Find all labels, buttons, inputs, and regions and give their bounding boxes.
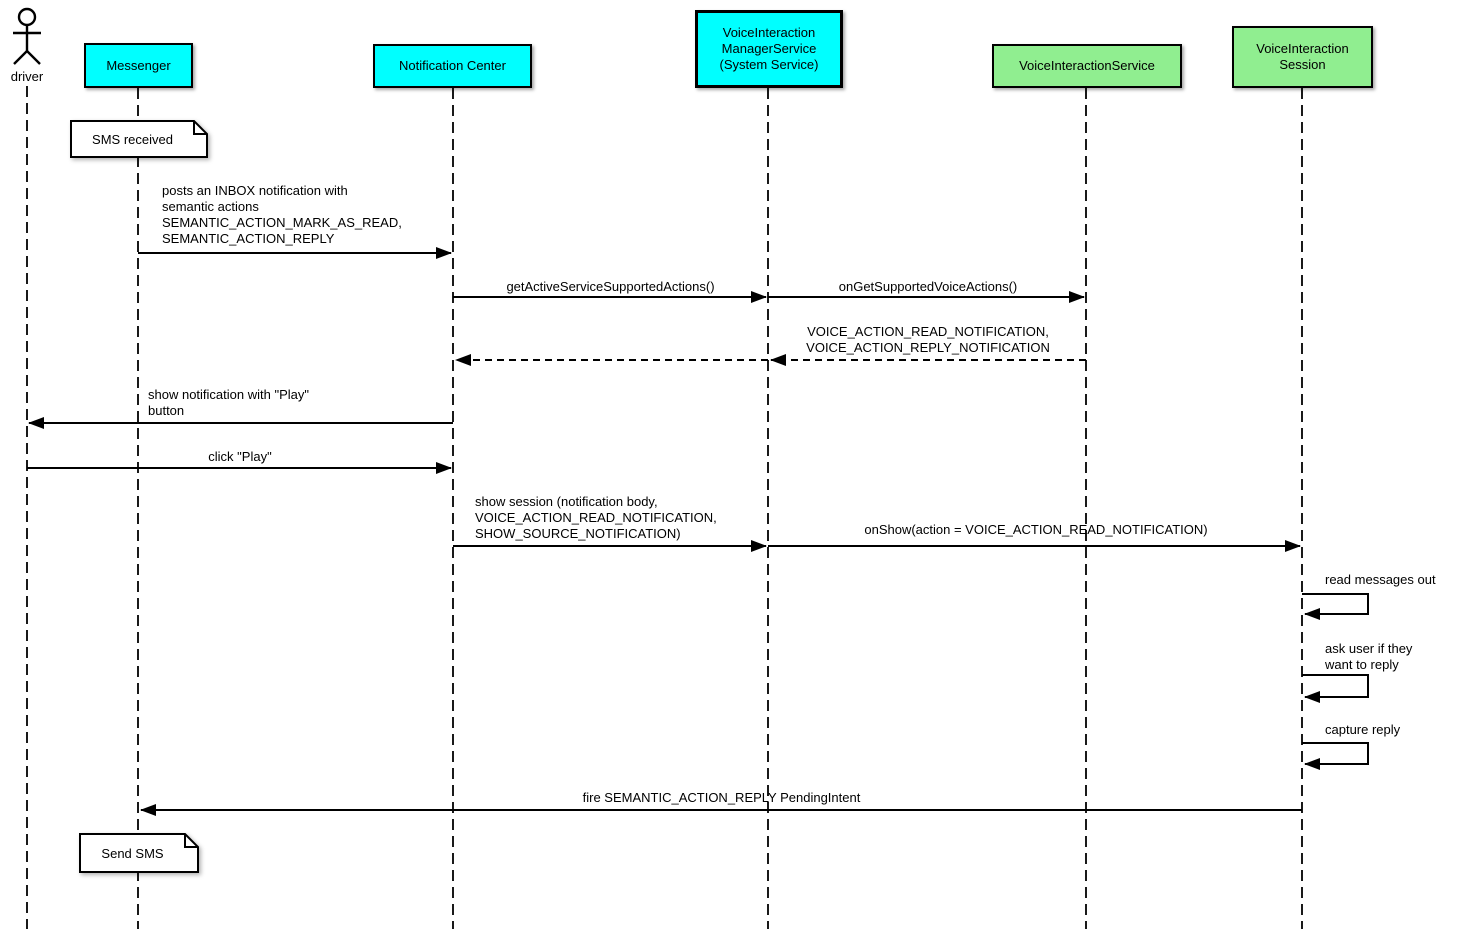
- arrow-self-capture-reply: [1302, 742, 1369, 770]
- participant-voice-interaction-session: VoiceInteraction Session: [1232, 26, 1373, 88]
- participant-voice-interaction-manager-service-label: VoiceInteraction ManagerService (System …: [719, 25, 819, 72]
- message-get-active-service-supported-actions: getActiveServiceSupportedActions(): [506, 279, 715, 294]
- message-on-show: onShow(action = VOICE_ACTION_READ_NOTIFI…: [864, 522, 1208, 537]
- lifelines: [26, 86, 1303, 929]
- message-click-play: click "Play": [208, 449, 272, 464]
- message-post-inbox-notification: posts an INBOX notification with semanti…: [162, 183, 402, 246]
- participant-notification-center-label: Notification Center: [399, 58, 506, 73]
- note-sms-received-label: SMS received: [92, 131, 173, 147]
- message-ask-user-reply: ask user if they want to reply: [1325, 641, 1413, 672]
- note-send-sms: [79, 833, 199, 873]
- participant-voice-interaction-session-label: VoiceInteraction Session: [1256, 41, 1349, 72]
- participant-messenger: Messenger: [84, 43, 193, 88]
- actor-label: driver: [10, 69, 44, 84]
- participant-messenger-label: Messenger: [106, 57, 171, 73]
- actor-icon: [13, 7, 41, 65]
- note-sms-received: [70, 120, 208, 158]
- message-supported-voice-actions-return: VOICE_ACTION_READ_NOTIFICATION, VOICE_AC…: [806, 324, 1050, 355]
- participant-notification-center: Notification Center: [373, 44, 532, 88]
- participant-voice-interaction-service-label: VoiceInteractionService: [1019, 58, 1155, 73]
- arrow-self-ask-user-reply: [1302, 674, 1369, 703]
- participant-voice-interaction-service: VoiceInteractionService: [992, 44, 1182, 88]
- note-send-sms-label: Send SMS: [101, 845, 164, 861]
- message-on-get-supported-voice-actions: onGetSupportedVoiceActions(): [838, 279, 1018, 294]
- participant-voice-interaction-manager-service: VoiceInteraction ManagerService (System …: [695, 10, 843, 88]
- message-show-notification-play: show notification with "Play" button: [148, 387, 309, 418]
- message-fire-reply-pending-intent: fire SEMANTIC_ACTION_REPLY PendingIntent: [582, 790, 861, 805]
- message-read-messages-out: read messages out: [1325, 572, 1436, 587]
- arrow-self-read-messages-out: [1302, 593, 1369, 620]
- message-show-session: show session (notification body, VOICE_A…: [475, 494, 717, 541]
- message-capture-reply: capture reply: [1325, 722, 1401, 737]
